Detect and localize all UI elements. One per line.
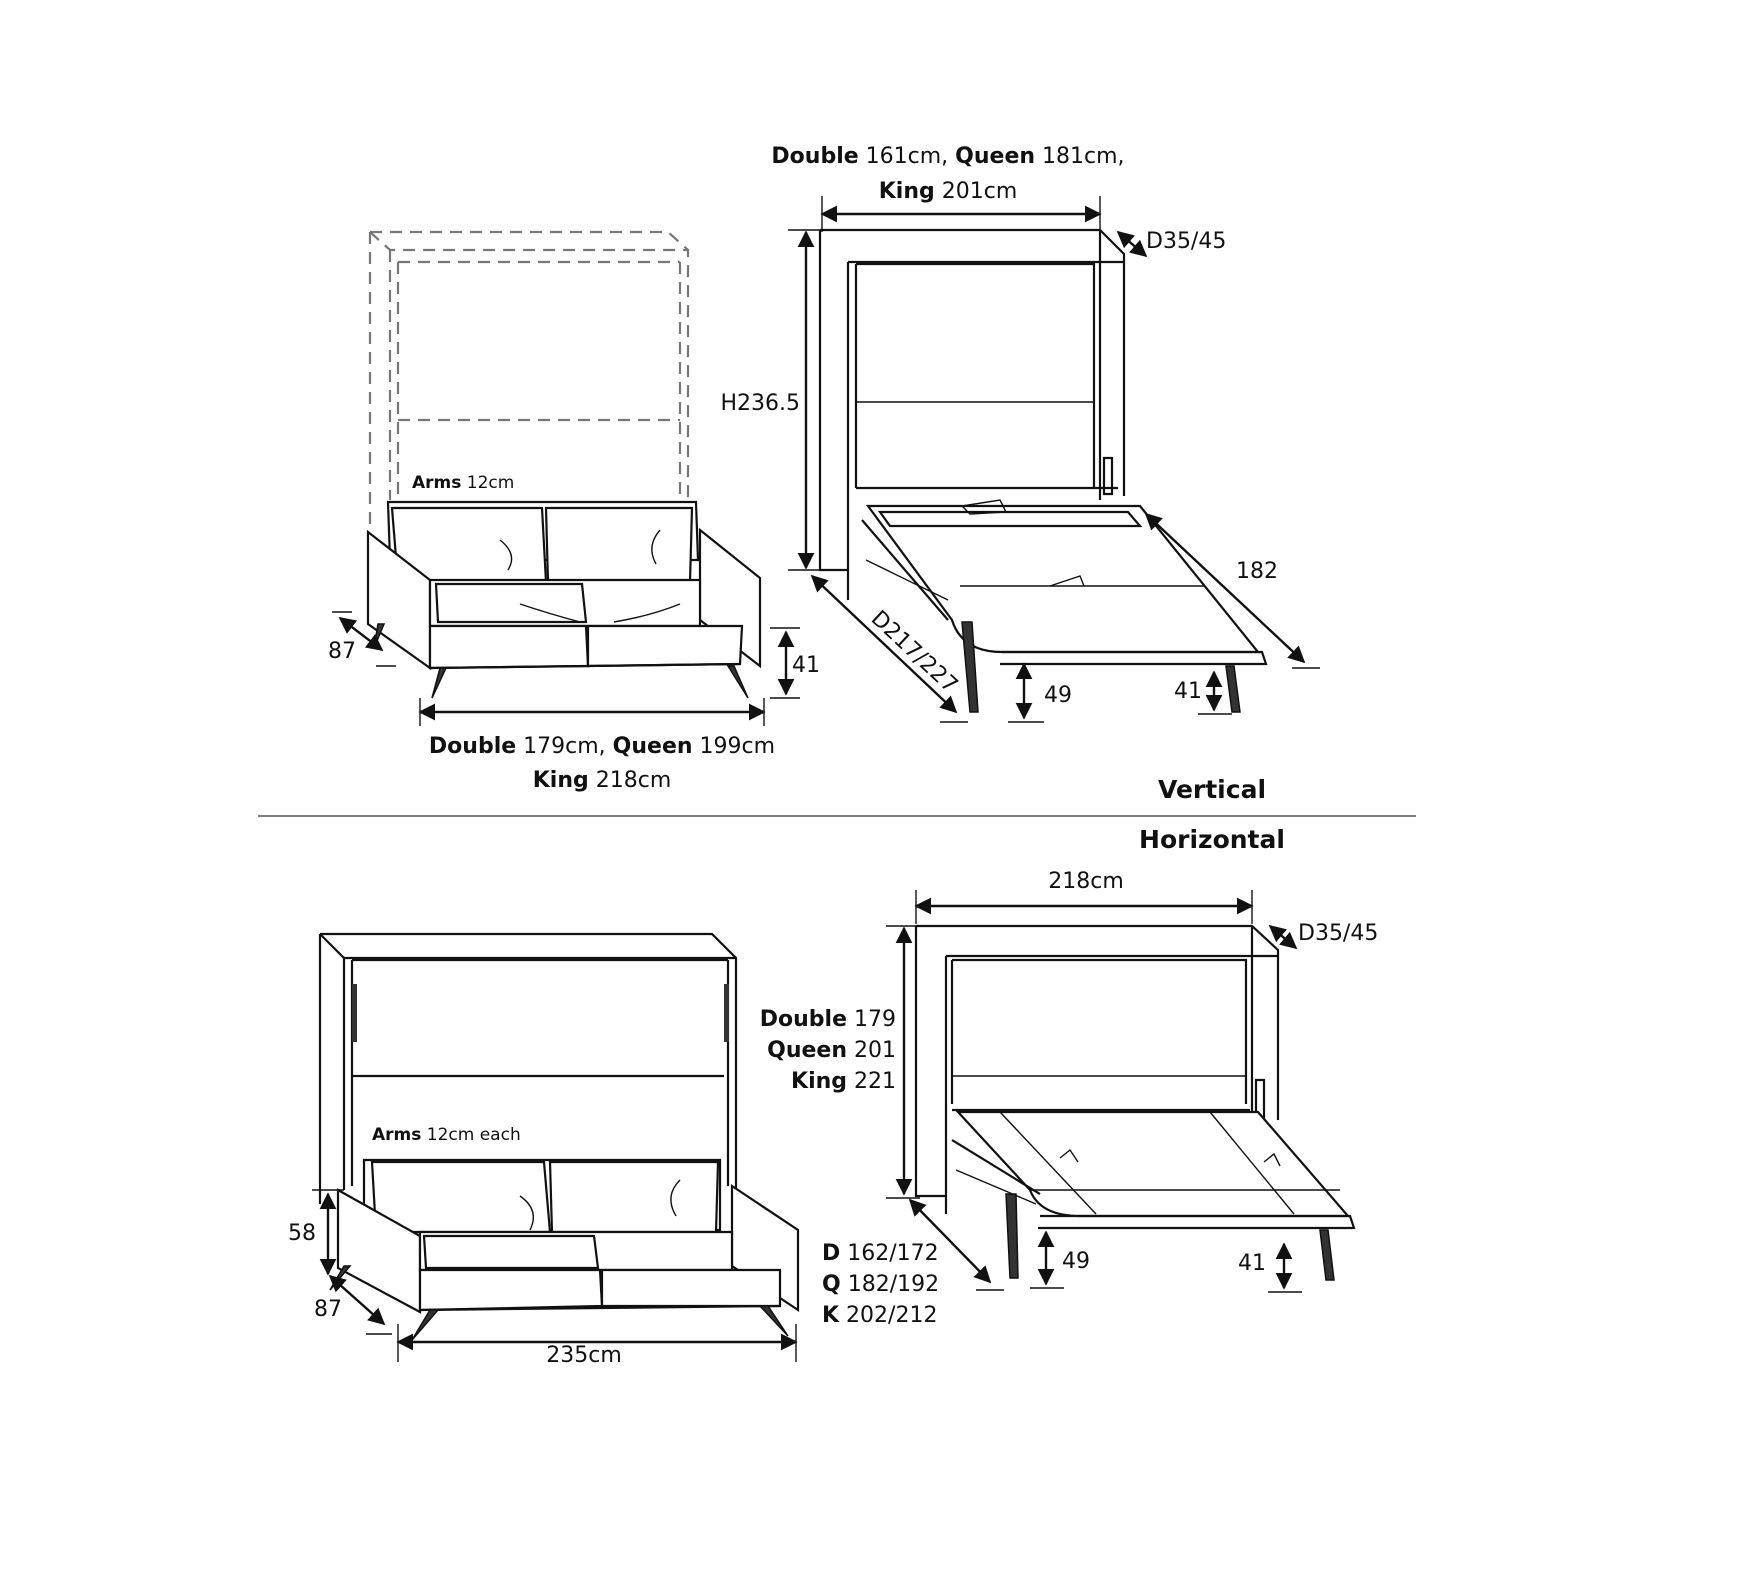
vertical-sofa-width-line2: King 218cm (533, 768, 672, 793)
vertical-bed-width-run: 161cm, (859, 144, 956, 169)
vertical-section-label: Vertical (1158, 775, 1266, 804)
vertical-cabinet-ghost (368, 230, 690, 530)
vertical-sofa-width-run: 199cm (693, 734, 776, 759)
vertical-sofa-width-run: King (533, 768, 589, 793)
horizontal-bed-height-item: King 221 (791, 1069, 896, 1094)
horizontal-bed-leg-41: 41 (1238, 1251, 1266, 1276)
horizontal-bed-depth-item: D 162/172 (822, 1241, 939, 1266)
horizontal-cabinet-drawing (318, 932, 738, 1204)
vertical-sofa-seat-height: 41 (792, 653, 820, 678)
vertical-bed-width-run: Queen (955, 144, 1035, 169)
horizontal-bed-width: 218cm (1048, 869, 1124, 894)
vertical-bed-cabinet (818, 228, 1126, 600)
vertical-bed-cabinet-depth: D35/45 (1146, 229, 1226, 254)
horizontal-bed-depth-item: K 202/212 (822, 1303, 937, 1328)
vertical-bed-figure: Double 161cm, Queen 181cm, King 201cm D3… (720, 144, 1320, 723)
horizontal-bed-cabinet (914, 924, 1280, 1214)
vertical-bed-width-run: 181cm, (1035, 144, 1125, 169)
horizontal-sofa-figure: Arms 12cm each 58 87 235cm (288, 932, 800, 1368)
horizontal-section-label: Horizontal (1139, 825, 1285, 854)
vertical-bed-height: H236.5 (720, 391, 800, 416)
horizontal-sofa-back-height: 58 (288, 1221, 316, 1246)
vertical-sofa-arms-label: Arms 12cm (412, 473, 514, 493)
vertical-sofa-drawing (366, 500, 762, 699)
horizontal-bed-mattress (951, 1110, 1356, 1281)
horizontal-bed-leg-49: 49 (1062, 1249, 1090, 1274)
horizontal-bed-height-item: Queen 201 (767, 1038, 896, 1063)
horizontal-sofa-arms-label: Arms 12cm each (372, 1125, 521, 1145)
vertical-sofa-width-run: 218cm (589, 768, 672, 793)
vertical-sofa-width-run: Double (429, 734, 516, 759)
vertical-sofa-width-run: Queen (613, 734, 693, 759)
horizontal-sofa-depth: 87 (314, 1297, 342, 1322)
vertical-bed-width-run: 201cm (935, 179, 1018, 204)
vertical-sofa-width-line1: Double 179cm, Queen 199cm (429, 734, 775, 759)
horizontal-bed-depth-item: Q 182/192 (822, 1272, 939, 1297)
vertical-bed-width-line2: King 201cm (879, 179, 1018, 204)
vertical-sofa-width-run: 179cm, (516, 734, 613, 759)
vertical-bed-width-run: King (879, 179, 935, 204)
vertical-bed-width-run: Double (771, 144, 858, 169)
horizontal-sofa-drawing (329, 1158, 800, 1341)
vertical-bed-length: 182 (1236, 559, 1278, 584)
horizontal-bed-height-item: Double 179 (760, 1007, 896, 1032)
vertical-bed-leg-41: 41 (1174, 679, 1202, 704)
horizontal-bed-depth-list: D 162/172 Q 182/192 K 202/212 (822, 1241, 939, 1328)
horizontal-bed-cabinet-depth: D35/45 (1298, 921, 1378, 946)
vertical-bed-width-line1: Double 161cm, Queen 181cm, (771, 144, 1124, 169)
vertical-sofa-figure: Arms 12cm 87 41 Double 179cm, Queen 199c… (328, 230, 820, 793)
vertical-bed-leg-49: 49 (1044, 683, 1072, 708)
vertical-sofa-depth: 87 (328, 639, 356, 664)
horizontal-sofa-width: 235cm (546, 1343, 622, 1368)
